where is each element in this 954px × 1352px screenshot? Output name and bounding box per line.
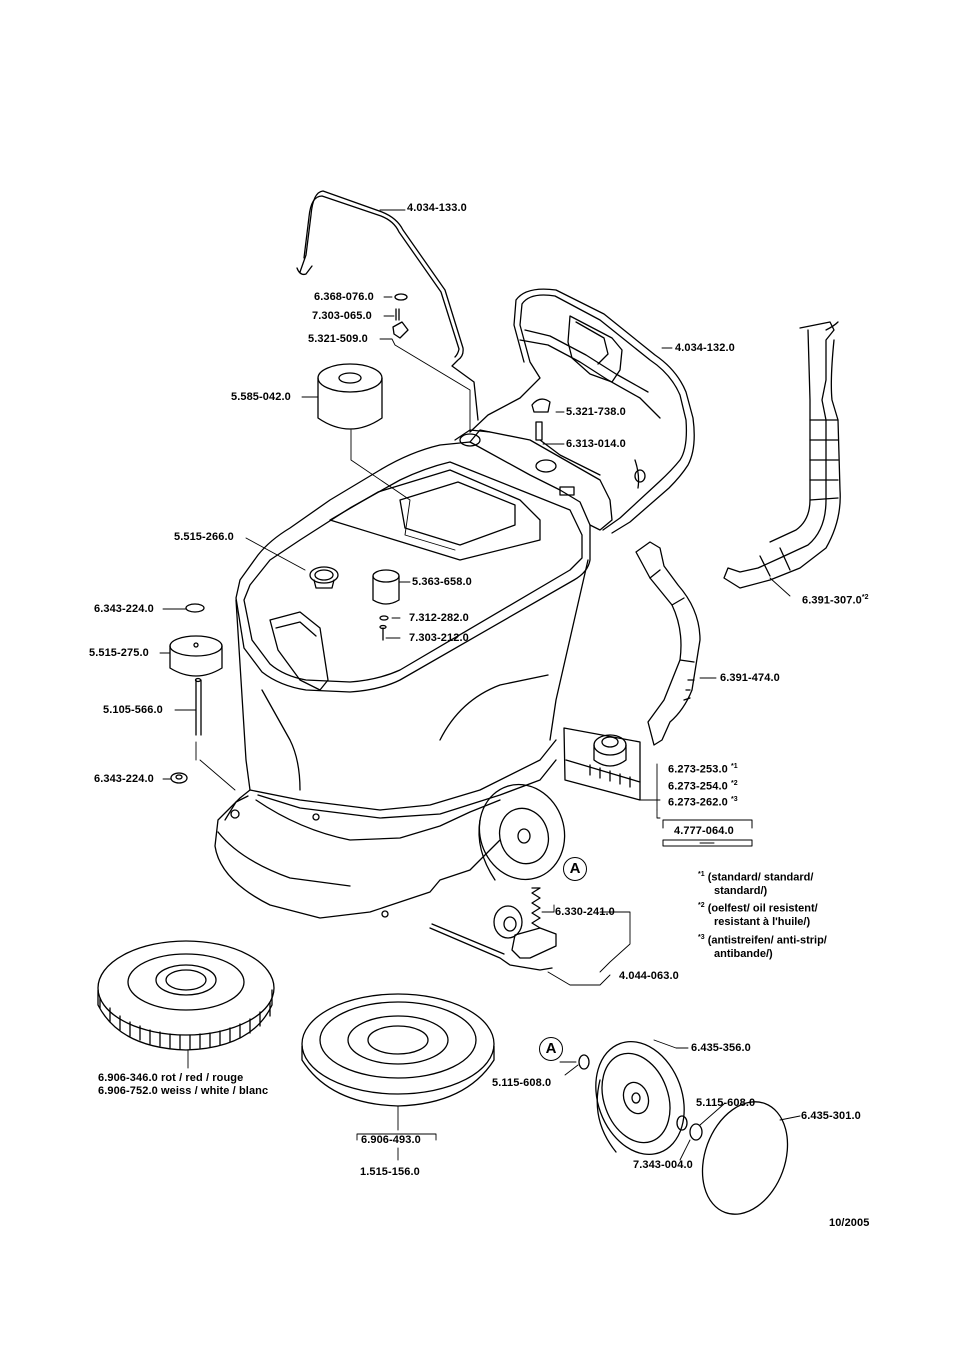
label-6-343-224-0-bottom: 6.343-224.0: [94, 773, 154, 785]
label-7-303-065-0: 7.303-065.0: [312, 310, 372, 322]
label-6-435-356-0: 6.435-356.0: [691, 1042, 751, 1054]
label-4-034-133-0: 4.034-133.0: [407, 202, 467, 214]
callout-a-machine: A: [563, 857, 587, 881]
footnote-mark-2: *2: [861, 594, 869, 601]
loose-wheel-drawing: [578, 1040, 789, 1215]
footnote-mark-3: *3: [730, 796, 738, 803]
label-6-391-307-0-text: 6.391-307.0: [802, 594, 862, 607]
footnote-3: *3 (antistreifen/ anti-strip/ antibande/…: [698, 931, 827, 961]
label-5-321-738-0: 5.321-738.0: [566, 406, 626, 418]
cylinder-part-drawing: [317, 363, 383, 430]
small-top-parts-drawing: [392, 293, 557, 473]
tank-body-drawing: [214, 429, 613, 919]
label-5-115-608-0-right: 5.115-608.0: [696, 1097, 756, 1109]
footnote-2-line1: (oelfest/ oil resistent/: [707, 902, 818, 915]
footnote-1-line2: standard/): [714, 884, 768, 897]
label-7-303-212-0: 7.303-212.0: [409, 632, 469, 644]
footnote-2: *2 (oelfest/ oil resistent/ resistant à …: [698, 899, 818, 929]
label-5-321-509-0: 5.321-509.0: [308, 333, 368, 345]
brush-drawing: [97, 940, 275, 1051]
label-6-906-346-0: 6.906-346.0 rot / red / rouge: [98, 1072, 244, 1084]
squeegee-box-bracket: [662, 819, 753, 847]
label-6-273-262-0: 6.273-262.0 *3: [668, 794, 738, 809]
drain-hose-drawing: [635, 541, 701, 746]
label-6-273-254-0: 6.273-254.0 *2: [668, 778, 738, 793]
caster-assembly-drawing: [429, 887, 557, 971]
label-6-391-474-0: 6.391-474.0: [720, 672, 780, 684]
label-6-273-253-0: 6.273-253.0 *1: [668, 761, 738, 776]
left-parts-drawing: [169, 603, 223, 784]
footnote-3-line1: (antistreifen/ anti-strip/: [707, 934, 827, 947]
label-6-435-301-0: 6.435-301.0: [801, 1110, 861, 1122]
label-5-515-266-0: 5.515-266.0: [174, 531, 234, 543]
label-6-313-014-0: 6.313-014.0: [566, 438, 626, 450]
label-5-515-275-0: 5.515-275.0: [89, 647, 149, 659]
label-6-906-493-0: 6.906-493.0: [361, 1134, 421, 1146]
label-6-368-076-0: 6.368-076.0: [314, 291, 374, 303]
machine-wheel-drawing: [478, 783, 566, 881]
label-7-343-004-0: 7.343-004.0: [633, 1159, 693, 1171]
label-4-034-132-0: 4.034-132.0: [675, 342, 735, 354]
label-6-273-262-0-text: 6.273-262.0: [668, 796, 728, 809]
footnote-3-line2: antibande/): [714, 947, 773, 960]
pad-drive-drawing: [301, 993, 495, 1107]
label-5-115-608-0-left: 5.115-608.0: [492, 1077, 552, 1089]
footnote-1: *1 (standard/ standard/ standard/): [698, 868, 813, 898]
label-6-330-241-0: 6.330-241.0: [555, 906, 615, 918]
label-6-906-752-0: 6.906-752.0 weiss / white / blanc: [98, 1085, 269, 1097]
footnote-mark-1: *1: [730, 763, 738, 770]
label-5-105-566-0: 5.105-566.0: [103, 704, 163, 716]
label-6-273-254-0-text: 6.273-254.0: [668, 780, 728, 793]
label-5-585-042-0: 5.585-042.0: [231, 391, 291, 403]
leader-lines: [159, 209, 801, 1161]
label-4-777-064-0: 4.777-064.0: [674, 825, 734, 837]
callout-a-wheel: A: [539, 1037, 563, 1061]
fill-port-drawing: [309, 566, 400, 641]
footnote-3-mark: *3: [698, 934, 705, 941]
label-4-044-063-0: 4.044-063.0: [619, 970, 679, 982]
squeegee-bracket-drawing: [563, 727, 641, 801]
label-6-273-253-0-text: 6.273-253.0: [668, 763, 728, 776]
footnote-2-line2: resistant à l'huile/): [714, 915, 811, 928]
label-6-391-307-0: 6.391-307.0*2: [802, 592, 869, 607]
handle-bail-drawing: [296, 190, 479, 421]
footnote-mark-2: *2: [730, 780, 738, 787]
footnote-2-mark: *2: [698, 902, 705, 909]
label-5-363-658-0: 5.363-658.0: [412, 576, 472, 588]
label-6-343-224-0-top: 6.343-224.0: [94, 603, 154, 615]
date-stamp: 10/2005: [829, 1217, 870, 1229]
footnote-1-mark: *1: [698, 871, 705, 878]
label-1-515-156-0: 1.515-156.0: [360, 1166, 420, 1178]
footnote-1-line1: (standard/ standard/: [707, 871, 814, 884]
suction-hose-drawing: [723, 321, 841, 589]
handle-frame-drawing: [469, 288, 695, 534]
label-7-312-282-0: 7.312-282.0: [409, 612, 469, 624]
